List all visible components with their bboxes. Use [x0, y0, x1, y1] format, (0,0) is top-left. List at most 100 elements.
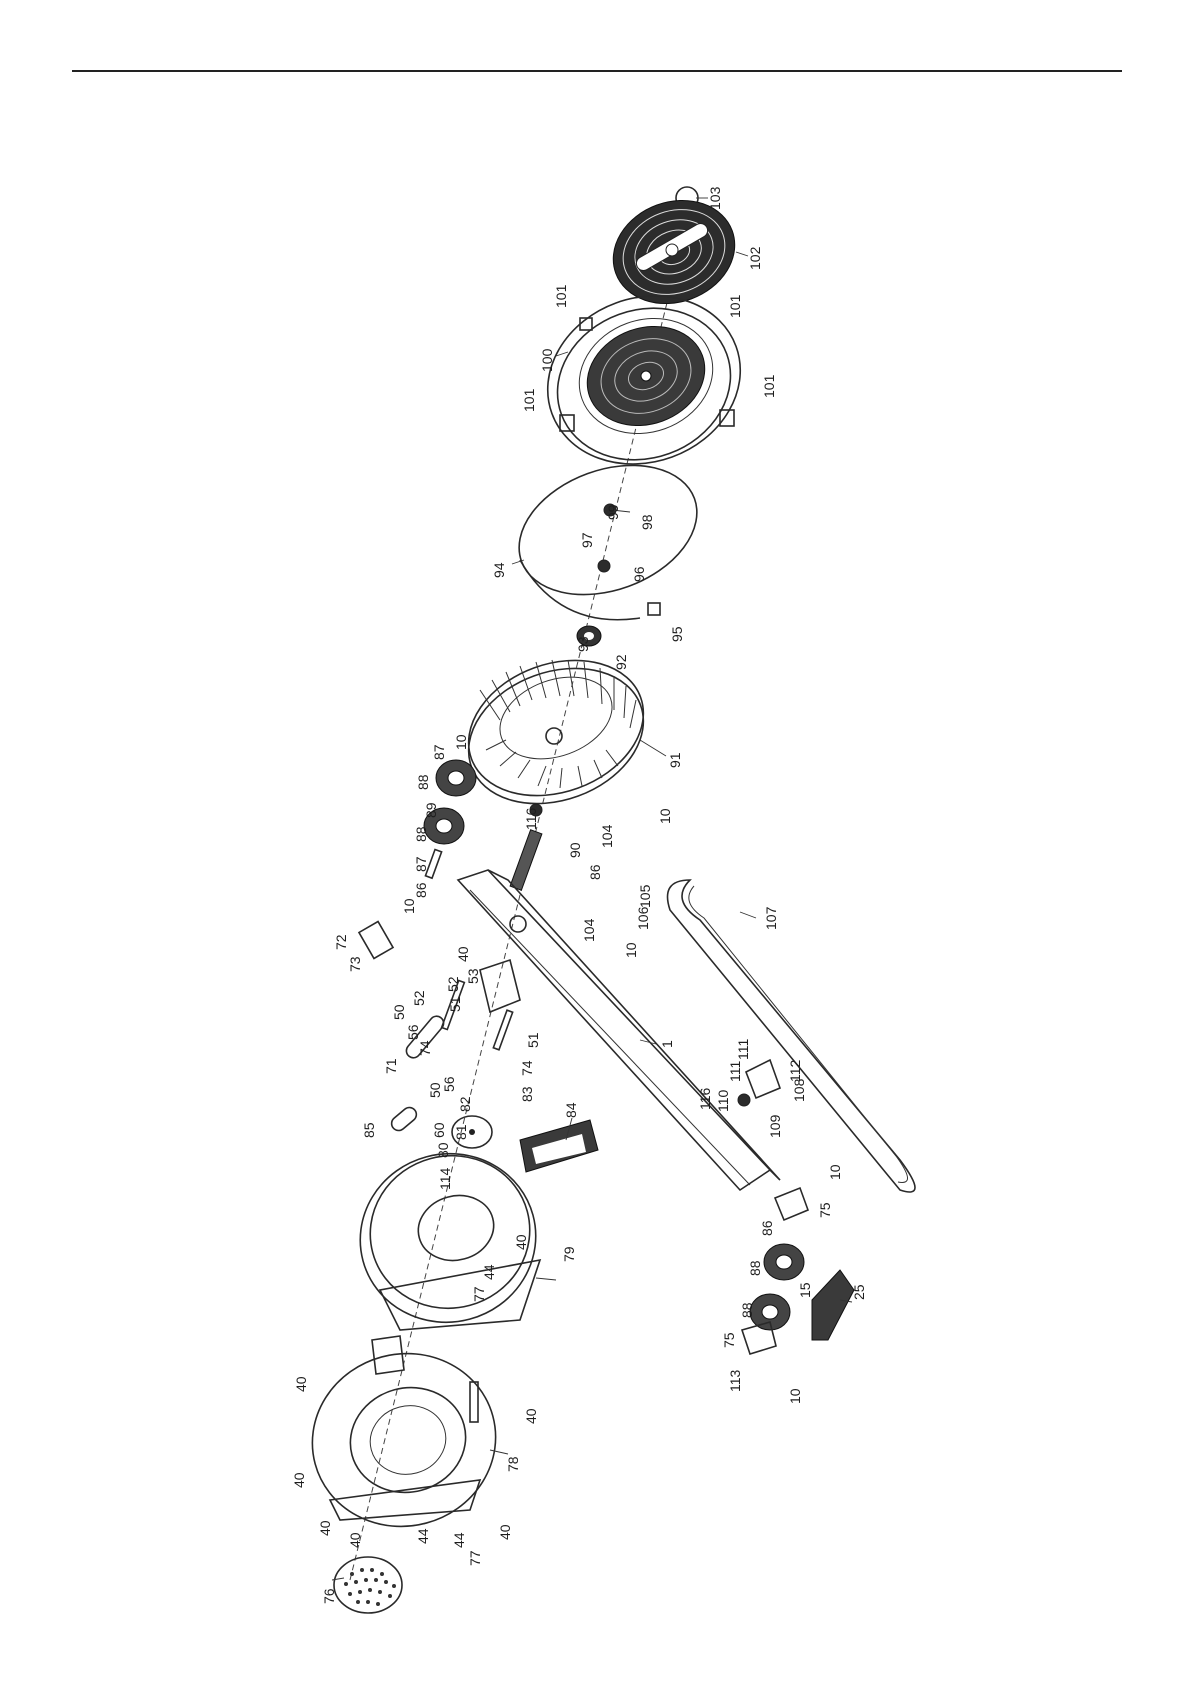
callout-15: 15 — [797, 1282, 813, 1298]
callout-104: 104 — [581, 918, 597, 942]
callout-1: 1 — [659, 1040, 675, 1048]
callout-91: 91 — [667, 752, 683, 768]
leader-lines — [332, 198, 852, 1580]
callout-10: 10 — [827, 1164, 843, 1180]
callout-40: 40 — [455, 946, 471, 962]
callout-86: 86 — [413, 882, 429, 898]
callout-86: 86 — [587, 864, 603, 880]
callout-90: 90 — [567, 842, 583, 858]
part-91-impeller — [450, 637, 663, 827]
callout-86: 86 — [759, 1220, 775, 1236]
callout-80: 80 — [435, 1142, 451, 1158]
callout-97: 97 — [579, 532, 595, 548]
callout-105: 105 — [637, 884, 653, 908]
callout-52: 52 — [411, 990, 427, 1006]
callout-101: 101 — [553, 284, 569, 308]
callout-75: 75 — [817, 1202, 833, 1218]
callout-50: 50 — [391, 1004, 407, 1020]
part-108-bracket — [738, 1060, 780, 1106]
callout-87: 87 — [431, 744, 447, 760]
callout-93: 93 — [575, 636, 591, 652]
callout-111: 111 — [727, 1061, 743, 1082]
callout-104: 104 — [599, 824, 615, 848]
callout-107: 107 — [763, 906, 779, 930]
callout-52: 52 — [445, 976, 461, 992]
callout-79: 79 — [561, 1246, 577, 1262]
part-85-ring — [389, 1105, 419, 1134]
callout-101: 101 — [761, 374, 777, 398]
part-88-pulley-lower-a — [764, 1244, 804, 1280]
callout-101: 101 — [521, 388, 537, 412]
callout-44: 44 — [481, 1264, 497, 1280]
callout-108: 108 — [791, 1078, 807, 1102]
callout-40: 40 — [523, 1408, 539, 1424]
callout-10: 10 — [657, 808, 673, 824]
callout-82: 82 — [457, 1096, 473, 1112]
callout-96: 96 — [631, 566, 647, 582]
part-76-perforated-disc — [334, 1557, 402, 1613]
callout-77: 77 — [467, 1550, 483, 1566]
callout-40: 40 — [497, 1524, 513, 1540]
callout-74: 74 — [519, 1060, 535, 1076]
callout-100: 100 — [539, 348, 555, 372]
callout-83: 83 — [519, 1086, 535, 1102]
callout-114: 114 — [437, 1167, 453, 1190]
callout-85: 85 — [361, 1122, 377, 1138]
part-75-bracket-upper — [775, 1188, 808, 1220]
callout-102: 102 — [747, 246, 763, 270]
callout-92: 92 — [613, 654, 629, 670]
callout-103: 103 — [707, 186, 723, 210]
part-84-grip — [520, 1120, 598, 1172]
callout-95: 95 — [669, 626, 685, 642]
callout-40: 40 — [347, 1532, 363, 1548]
callout-116: 116 — [697, 1087, 713, 1110]
callout-78: 78 — [505, 1456, 521, 1472]
callout-40: 40 — [513, 1234, 529, 1250]
callout-77: 77 — [471, 1286, 487, 1302]
callout-60: 60 — [431, 1122, 447, 1138]
callout-56: 56 — [405, 1024, 421, 1040]
part-94-shroud — [501, 442, 715, 620]
callout-40: 40 — [291, 1472, 307, 1488]
callout-106: 106 — [635, 906, 651, 930]
callout-74: 74 — [417, 1040, 433, 1056]
part-78-rear-housing — [293, 1333, 515, 1547]
callout-40: 40 — [293, 1376, 309, 1392]
callout-51: 51 — [525, 1032, 541, 1048]
callout-40: 40 — [317, 1520, 333, 1536]
callout-56: 56 — [441, 1076, 457, 1092]
callout-81: 81 — [453, 1124, 469, 1140]
callout-94: 94 — [491, 562, 507, 578]
callout-111: 111 — [735, 1039, 751, 1060]
callout-73: 73 — [347, 956, 363, 972]
callout-88: 88 — [747, 1260, 763, 1276]
callout-labels: 103 102 101 101 101 101 100 99 98 97 96 … — [291, 186, 867, 1604]
callout-75: 75 — [721, 1332, 737, 1348]
callout-87: 87 — [413, 856, 429, 872]
callout-51: 51 — [447, 996, 463, 1012]
callout-10: 10 — [401, 898, 417, 914]
callout-10: 10 — [453, 734, 469, 750]
part-72-plate — [359, 922, 393, 959]
callout-88: 88 — [739, 1302, 755, 1318]
callout-44: 44 — [415, 1528, 431, 1544]
callout-98: 98 — [639, 514, 655, 530]
callout-84: 84 — [563, 1102, 579, 1118]
part-88-pulley-upper-a — [436, 760, 476, 796]
callout-116: 116 — [523, 807, 539, 830]
part-25-bracket — [812, 1270, 854, 1340]
callout-101: 101 — [727, 294, 743, 318]
callout-112: 112 — [787, 1059, 803, 1082]
callout-89: 89 — [423, 802, 439, 818]
callout-113: 113 — [727, 1369, 743, 1392]
callout-72: 72 — [333, 934, 349, 950]
callout-88: 88 — [413, 826, 429, 842]
callout-44: 44 — [451, 1532, 467, 1548]
callout-10: 10 — [787, 1388, 803, 1404]
callout-53: 53 — [465, 968, 481, 984]
callout-50: 50 — [427, 1082, 443, 1098]
callout-99: 99 — [605, 504, 621, 520]
callout-71: 71 — [383, 1058, 399, 1074]
part-107-belt — [668, 880, 916, 1192]
